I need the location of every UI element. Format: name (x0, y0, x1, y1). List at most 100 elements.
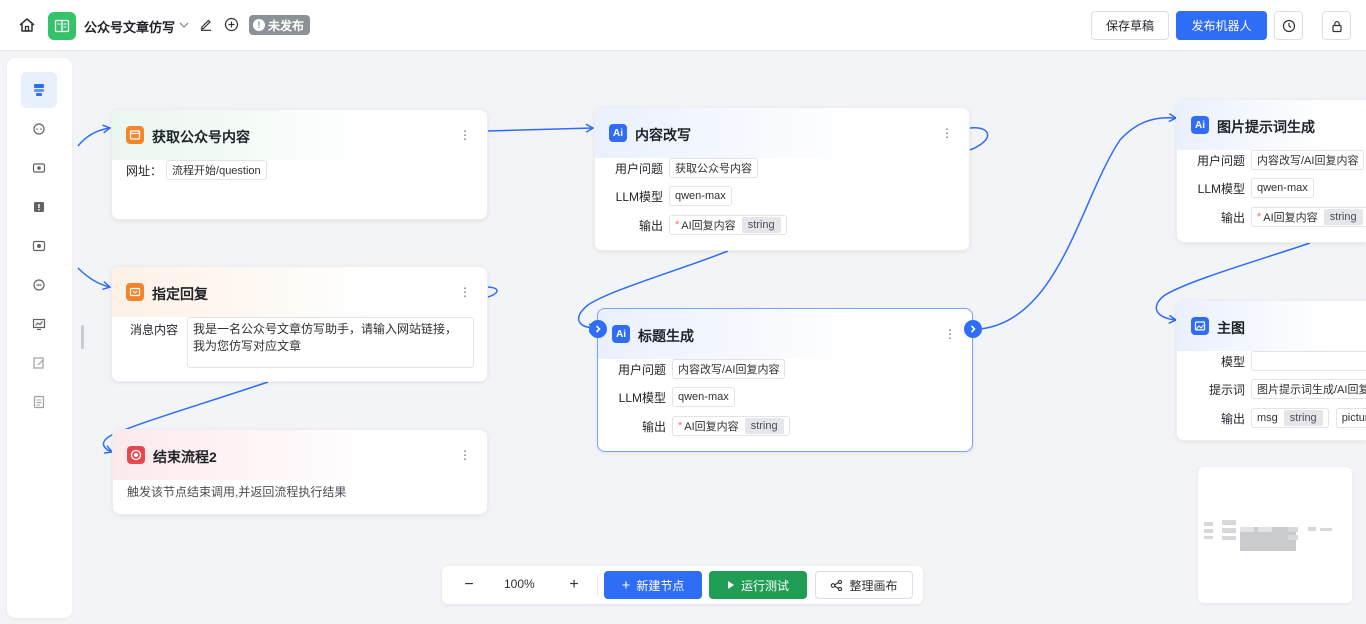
palette-item-chat[interactable] (21, 111, 57, 147)
output-row: 输出 * AI回复内容 string (595, 215, 787, 235)
node-header (598, 309, 972, 359)
status-badge: ! 未发布 (249, 15, 311, 35)
question-label: 用户问题 (614, 161, 663, 176)
node-main-image[interactable]: 主图 模型 提示词 图片提示词生成/AI回复 输出 msg string pic… (1176, 300, 1366, 441)
more-icon[interactable]: ⋮ (459, 448, 471, 462)
sidebar-resize-handle[interactable] (81, 325, 84, 349)
history-button[interactable] (1274, 11, 1303, 40)
more-icon[interactable]: ⋮ (944, 327, 956, 341)
node-title: 内容改写 (635, 127, 691, 143)
message-textarea[interactable]: 我是一名公众号文章仿写助手，请输入网站链接，我为您仿写对应文章 (187, 317, 474, 368)
question-value[interactable]: 内容改写/AI回复内容 (1251, 150, 1365, 170)
node-title: 指定回复 (152, 286, 208, 302)
image-icon (1191, 317, 1209, 335)
output-label: 输出 (641, 419, 666, 434)
node-specified-reply[interactable]: 指定回复 ⋮ 消息内容 我是一名公众号文章仿写助手，请输入网站链接，我为您仿写对… (111, 266, 488, 382)
url-value[interactable]: 流程开始/question (166, 160, 267, 180)
question-label: 用户问题 (1196, 153, 1245, 168)
required-mark: * (678, 420, 683, 432)
node-header (112, 267, 487, 317)
output-chip[interactable]: * AI回复内容 string (1251, 207, 1366, 227)
ai-icon: Ai (612, 325, 630, 343)
llm-value[interactable]: qwen-max (669, 186, 732, 206)
palette-item-message[interactable] (21, 267, 57, 303)
more-icon[interactable]: ⋮ (941, 126, 953, 140)
question-value[interactable]: 获取公众号内容 (669, 158, 758, 178)
lock-button[interactable] (1322, 11, 1351, 40)
publish-bot-button[interactable]: 发布机器人 (1176, 11, 1267, 40)
node-image-prompt[interactable]: Ai 图片提示词生成 用户问题 内容改写/AI回复内容 LLM模型 qwen-m… (1176, 99, 1366, 243)
prompt-label: 提示词 (1208, 382, 1245, 397)
llm-label: LLM模型 (618, 390, 666, 405)
new-node-label: 新建节点 (636, 578, 685, 593)
chevron-down-icon[interactable] (178, 17, 190, 33)
play-icon (727, 581, 734, 589)
new-node-button[interactable]: + 新建节点 (604, 571, 702, 599)
arrange-canvas-button[interactable]: 整理画布 (815, 571, 913, 599)
canvas-toolbar: − 100% + + 新建节点 运行测试 整理画布 (442, 566, 923, 604)
model-select[interactable] (1251, 351, 1366, 371)
input-port[interactable] (589, 320, 607, 338)
more-icon[interactable]: ⋮ (459, 285, 471, 299)
output-row: 输出 msg string pictur (1177, 408, 1366, 428)
question-value[interactable]: 内容改写/AI回复内容 (672, 359, 786, 379)
palette-item-edit[interactable] (21, 345, 57, 381)
message-label: 消息内容 (130, 323, 179, 337)
output-port[interactable] (964, 320, 982, 338)
node-fetch-article[interactable]: 获取公众号内容 ⋮ 网址： 流程开始/question (111, 109, 488, 220)
zoom-in-button[interactable]: + (569, 576, 579, 593)
reply-icon (126, 283, 144, 301)
node-header (112, 110, 487, 160)
save-draft-button[interactable]: 保存草稿 (1091, 11, 1169, 40)
output-type: string (741, 217, 781, 233)
output-chip[interactable]: * AI回复内容 string (672, 416, 790, 436)
plus-icon: + (621, 576, 631, 594)
palette-item-alert[interactable] (21, 189, 57, 225)
output-chip-msg[interactable]: msg string (1251, 408, 1329, 428)
node-title-generation[interactable]: Ai 标题生成 ⋮ 用户问题 内容改写/AI回复内容 LLM模型 qwen-ma… (597, 308, 973, 452)
minimap[interactable] (1198, 467, 1352, 603)
ai-icon: Ai (609, 124, 627, 142)
output-chip[interactable]: * AI回复内容 string (669, 215, 787, 235)
required-mark: * (675, 219, 680, 231)
palette-item-doc[interactable] (21, 384, 57, 420)
stop-icon (127, 446, 145, 464)
node-content-rewrite[interactable]: Ai 内容改写 ⋮ 用户问题 获取公众号内容 LLM模型 qwen-max 输出… (594, 107, 970, 251)
node-header (595, 108, 969, 158)
add-circle-icon[interactable] (224, 17, 239, 32)
output-row: 输出 * AI回复内容 string (598, 416, 790, 436)
llm-value[interactable]: qwen-max (672, 387, 735, 407)
alert-icon (34, 202, 44, 212)
flow-icon (34, 84, 44, 96)
run-test-button[interactable]: 运行测试 (709, 571, 807, 599)
palette-item-ai[interactable] (21, 150, 57, 186)
palette-item-flow[interactable] (21, 72, 57, 108)
question-row: 用户问题 内容改写/AI回复内容 (598, 359, 786, 379)
home-icon[interactable] (18, 16, 36, 34)
more-icon[interactable]: ⋮ (459, 128, 471, 142)
node-end-flow[interactable]: 结束流程2 ⋮ 触发该节点结束调用,并返回流程执行结果 (112, 429, 488, 515)
output-chip-picture[interactable]: pictur (1335, 408, 1366, 428)
output-value: AI回复内容 (1263, 212, 1318, 224)
chat-bubble-icon (33, 123, 45, 135)
book-icon (54, 19, 70, 33)
document-icon (33, 395, 45, 409)
palette-item-image[interactable] (21, 228, 57, 264)
output-type: string (1283, 410, 1323, 426)
ai-icon: Ai (1191, 116, 1209, 134)
palette-item-chart[interactable] (21, 306, 57, 342)
question-label: 用户问题 (617, 362, 666, 377)
output-value: AI回复内容 (681, 220, 736, 232)
node-title: 结束流程2 (153, 449, 217, 465)
question-row: 用户问题 获取公众号内容 (595, 158, 758, 178)
prompt-value[interactable]: 图片提示词生成/AI回复 (1251, 379, 1366, 399)
output-value: AI回复内容 (684, 421, 739, 433)
image-icon (32, 240, 46, 252)
ai-chip-icon (32, 163, 46, 173)
llm-value[interactable]: qwen-max (1251, 178, 1314, 198)
top-bar: 公众号文章仿写 ! 未发布 保存草稿 发布机器人 (0, 0, 1366, 51)
edit-icon[interactable] (199, 17, 213, 31)
zoom-out-button[interactable]: − (464, 576, 474, 593)
exclamation-icon: ! (253, 19, 265, 31)
chart-icon (32, 318, 46, 331)
